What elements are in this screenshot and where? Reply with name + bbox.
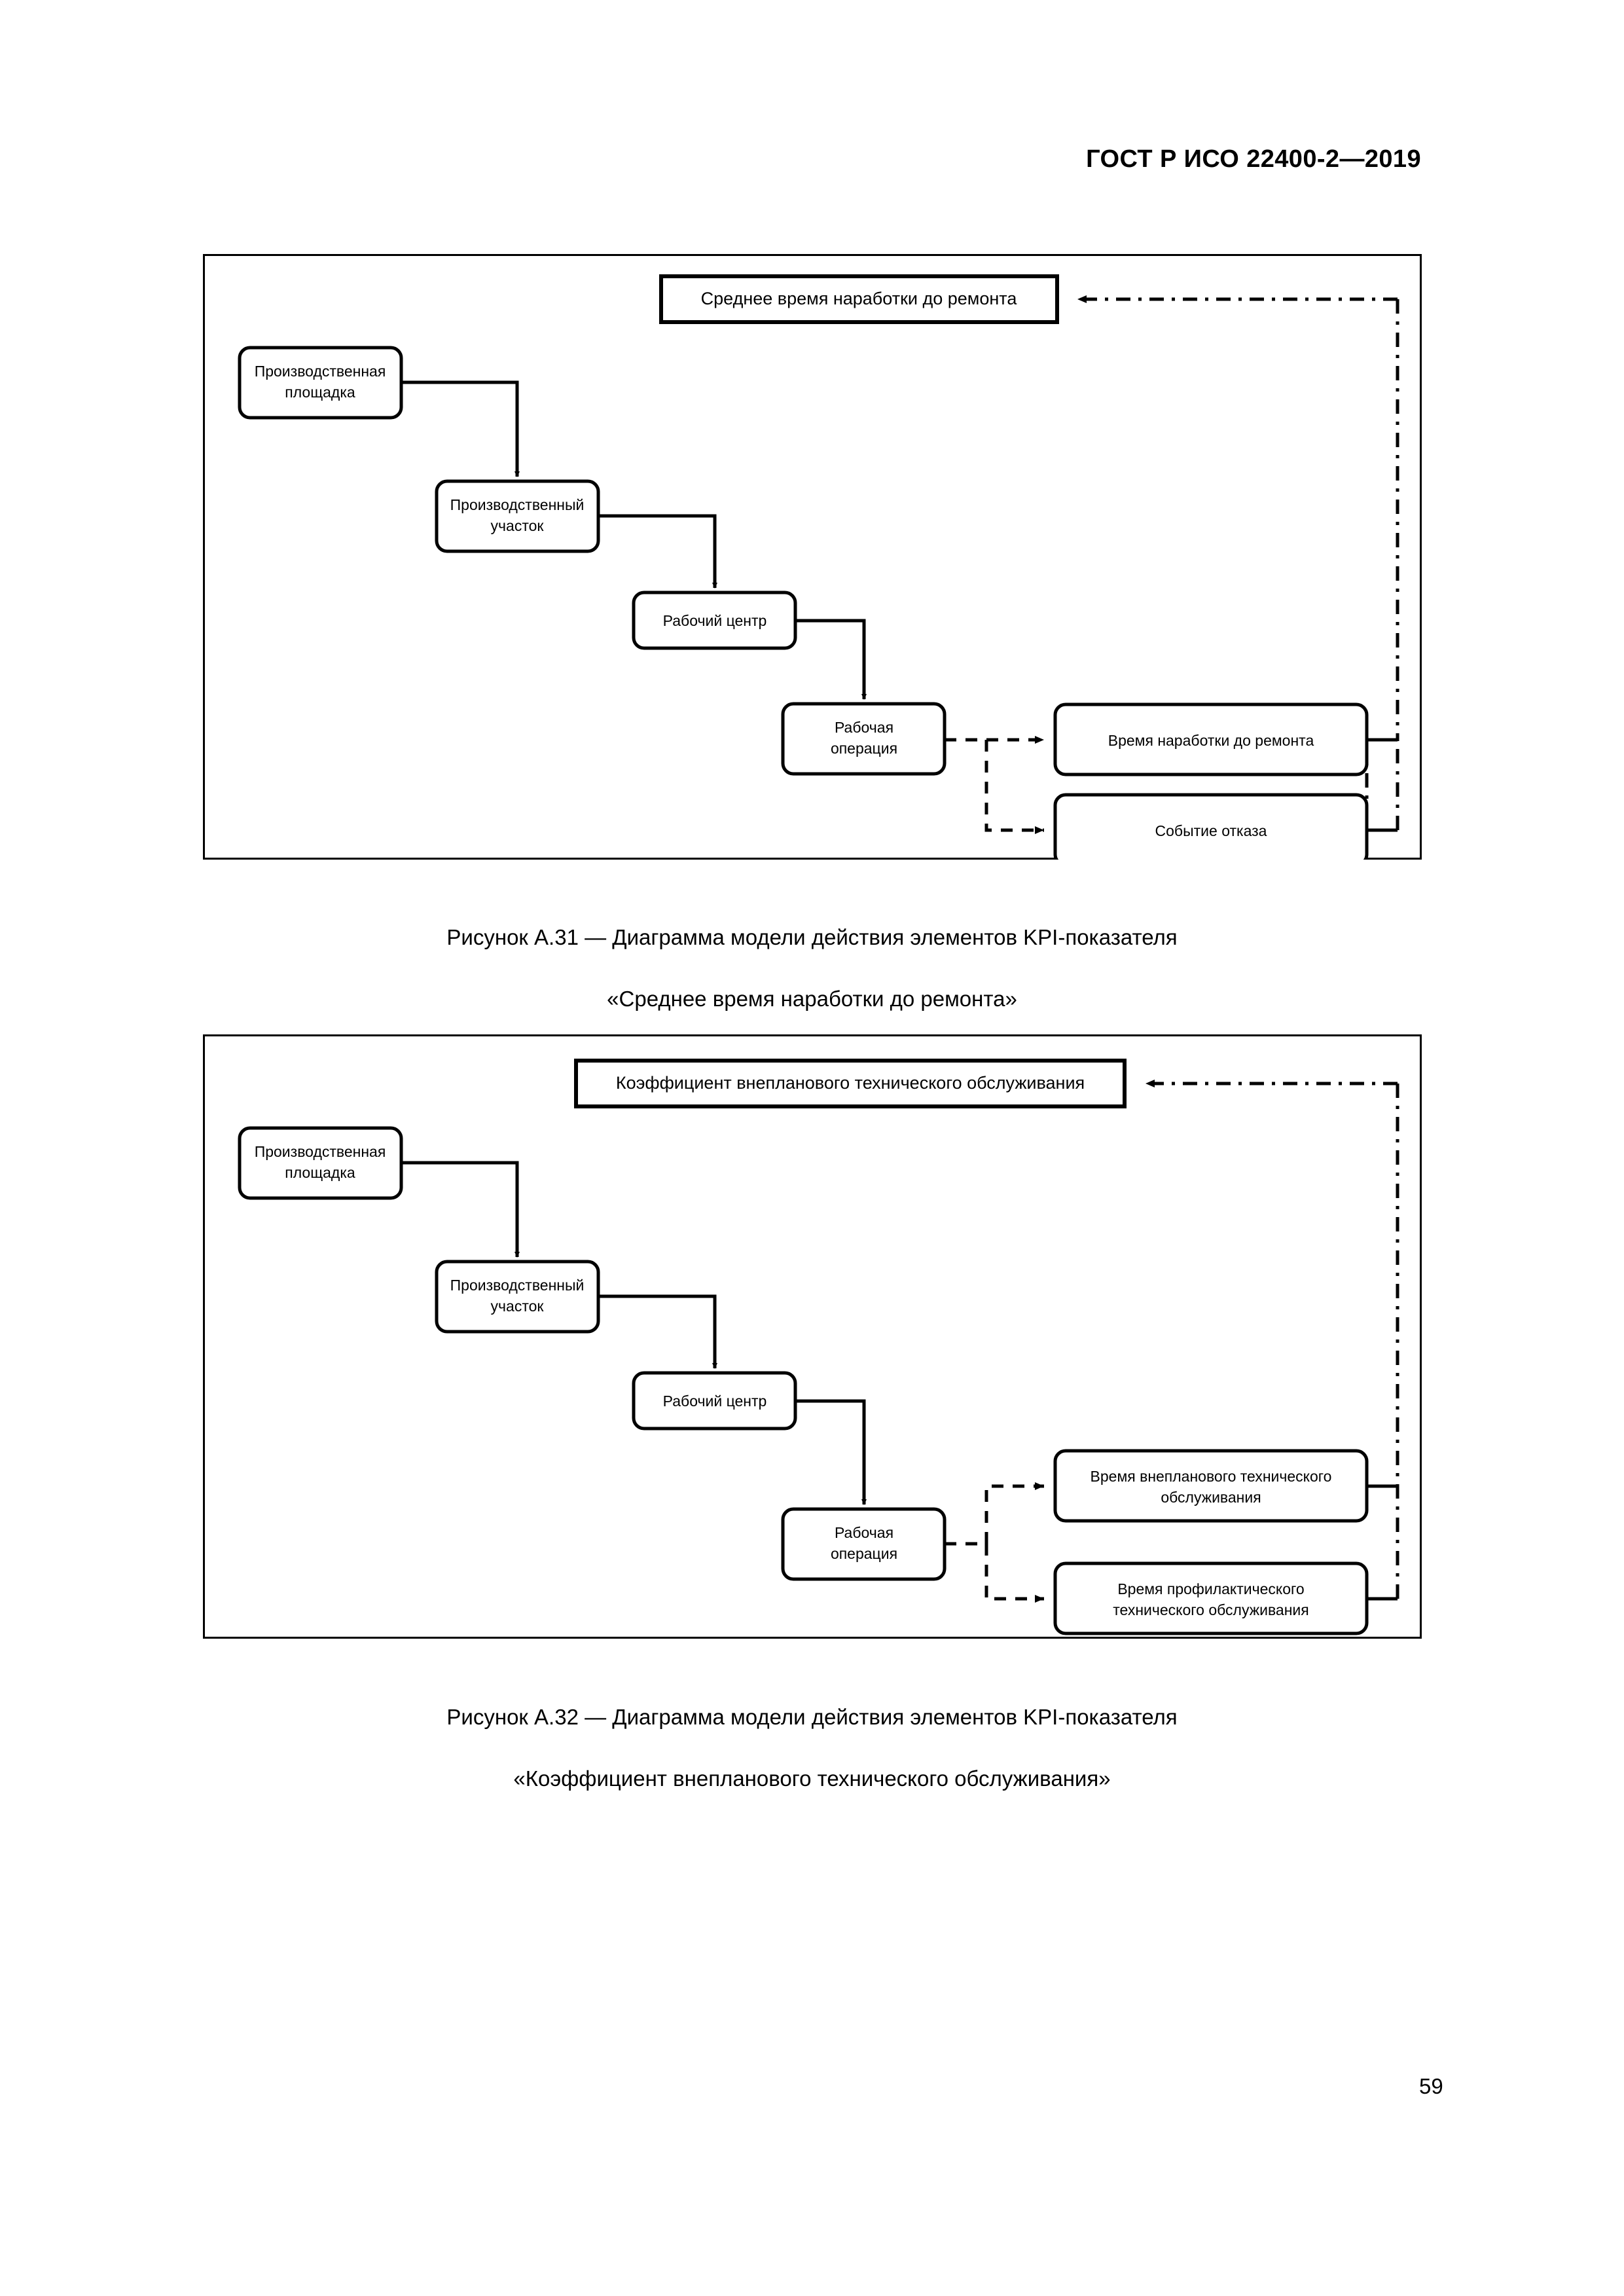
a32-work-unit-line1: Рабочая bbox=[835, 1524, 893, 1541]
a32-link-area-center bbox=[598, 1294, 717, 1369]
figure-a32-caption-line2: «Коэффициент внепланового технического о… bbox=[513, 1766, 1111, 1791]
a31-work-center-label: Рабочий центр bbox=[663, 612, 767, 629]
figure-a32-diagram: Коэффициент внепланового технического об… bbox=[238, 1059, 1399, 1635]
a31-metric-1-label: Время наработки до ремонта bbox=[1108, 732, 1314, 749]
a31-node-area: Производственный участок bbox=[435, 479, 600, 553]
a31-link-center-unit bbox=[795, 619, 867, 700]
a32-node-metric-2: Время профилактического технического обс… bbox=[1053, 1561, 1369, 1635]
figure-a31: Среднее время наработки до ремонта Произ… bbox=[0, 254, 1624, 1011]
a32-feedback-line bbox=[1146, 1080, 1399, 1599]
figure-a31-diagram: Среднее время наработки до ремонта Произ… bbox=[238, 274, 1399, 860]
figure-a32-caption: Рисунок А.32 — Диаграмма модели действия… bbox=[0, 1671, 1624, 1794]
a32-node-area: Производственный участок bbox=[435, 1260, 600, 1334]
a31-work-unit-line1: Рабочая bbox=[835, 719, 893, 736]
figure-a32-caption-line1: Рисунок А.32 — Диаграмма модели действия… bbox=[446, 1705, 1178, 1729]
a31-node-metric-2: Событие отказа bbox=[1053, 793, 1369, 860]
a31-dashed-links bbox=[945, 736, 1044, 834]
a32-work-center-label: Рабочий центр bbox=[663, 1393, 767, 1410]
a32-area-line2: участок bbox=[491, 1298, 545, 1315]
figure-a31-caption-line1: Рисунок А.31 — Диаграмма модели действия… bbox=[446, 925, 1178, 949]
a32-metric-1-line2: обслуживания bbox=[1161, 1489, 1261, 1506]
a32-work-unit-line2: операция bbox=[831, 1545, 897, 1562]
a31-node-site: Производственная площадка bbox=[238, 346, 403, 420]
figure-a31-caption-line2: «Среднее время наработки до ремонта» bbox=[607, 987, 1017, 1011]
a32-node-site: Производственная площадка bbox=[238, 1126, 403, 1200]
a31-area-line1: Производственный bbox=[450, 496, 585, 513]
a31-node-work-unit: Рабочая операция bbox=[781, 702, 947, 776]
a32-area-line1: Производственный bbox=[450, 1277, 585, 1294]
a31-site-line2: площадка bbox=[285, 384, 355, 401]
a32-dashed-links bbox=[945, 1482, 1044, 1603]
a32-metric-2-line1: Время профилактического bbox=[1117, 1580, 1304, 1597]
a31-title-box: Среднее время наработки до ремонта bbox=[659, 274, 1059, 324]
a32-node-work-unit: Рабочая операция bbox=[781, 1507, 947, 1581]
a32-metric-2-line2: технического обслуживания bbox=[1113, 1601, 1308, 1618]
a32-link-site-area bbox=[401, 1161, 520, 1258]
a32-site-line2: площадка bbox=[285, 1164, 355, 1181]
a31-metric-2-label: Событие отказа bbox=[1155, 822, 1267, 839]
a31-work-unit-line2: операция bbox=[831, 740, 897, 757]
a32-title-box: Коэффициент внепланового технического об… bbox=[574, 1059, 1127, 1108]
page-number: 59 bbox=[1419, 2074, 1443, 2098]
a32-title-label: Коэффициент внепланового технического об… bbox=[616, 1073, 1085, 1093]
document-header: ГОСТ Р ИСО 22400-2—2019 bbox=[1086, 145, 1421, 173]
a32-node-metric-1: Время внепланового технического обслужив… bbox=[1053, 1449, 1369, 1523]
a31-link-site-area bbox=[401, 380, 520, 477]
a32-metric-1-line1: Время внепланового технического bbox=[1091, 1468, 1332, 1485]
a31-feedback-line bbox=[1077, 295, 1399, 742]
figure-a31-caption: Рисунок А.31 — Диаграмма модели действия… bbox=[0, 891, 1624, 1014]
a32-node-work-center: Рабочий центр bbox=[632, 1371, 797, 1430]
a31-metric-returns bbox=[1367, 738, 1399, 832]
figure-a32: Коэффициент внепланового технического об… bbox=[0, 1034, 1624, 1791]
a31-node-work-center: Рабочий центр bbox=[632, 591, 797, 650]
a32-link-center-unit bbox=[795, 1399, 867, 1505]
a32-site-line1: Производственная bbox=[255, 1143, 386, 1160]
a32-metric-returns bbox=[1367, 1484, 1398, 1601]
a31-link-area-center bbox=[598, 514, 717, 589]
a31-site-line1: Производственная bbox=[255, 363, 386, 380]
a31-title-label: Среднее время наработки до ремонта bbox=[701, 289, 1018, 308]
a31-area-line2: участок bbox=[491, 517, 545, 534]
a31-node-metric-1: Время наработки до ремонта bbox=[1053, 702, 1369, 776]
